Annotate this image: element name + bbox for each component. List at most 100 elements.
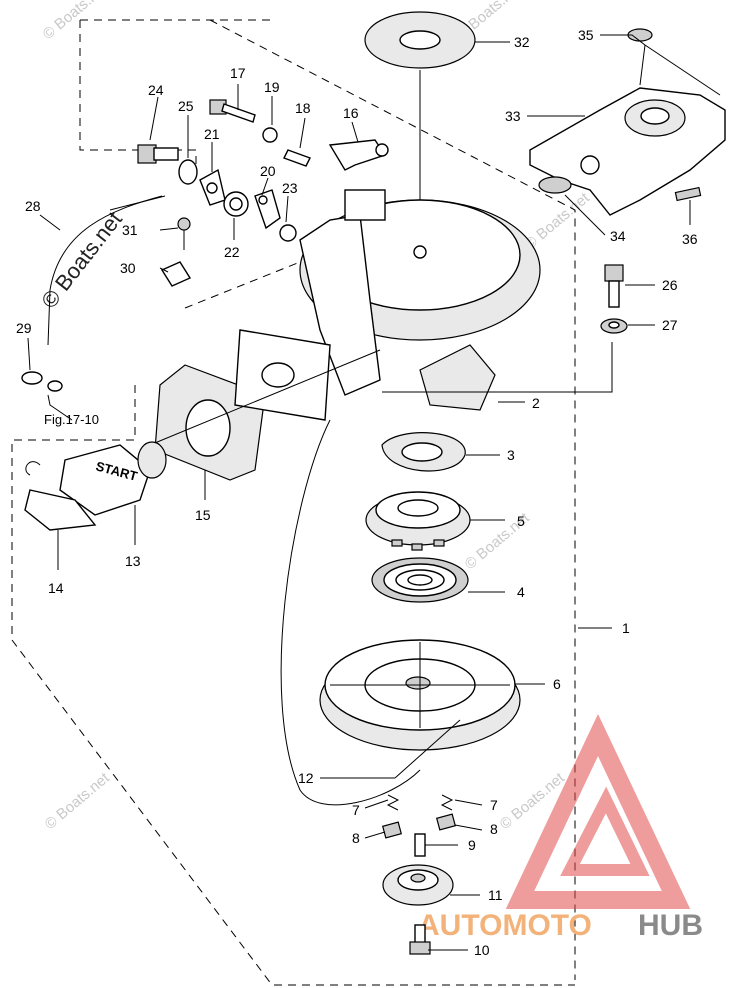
leader-line (454, 799, 483, 806)
callout-36: 36 (682, 231, 698, 247)
callout-32: 32 (514, 34, 530, 50)
brand-logo: AUTOMOTO HUB (418, 713, 703, 942)
part-8-pawl (435, 813, 457, 831)
part-28-cable-end (109, 195, 166, 211)
callout-3: 3 (507, 447, 515, 463)
callout-12: 12 (298, 770, 314, 786)
leader-line (600, 34, 721, 96)
callout-6: 6 (553, 676, 561, 692)
part-5-ratchet-plate (365, 491, 471, 551)
leader-line (159, 227, 179, 231)
dashed-boundary (11, 385, 575, 986)
part-9-spring (414, 833, 426, 857)
part-6-reel (319, 639, 521, 751)
part-17-bolt (209, 99, 256, 123)
callout-16: 16 (343, 105, 359, 121)
part-30-plate (160, 261, 192, 287)
callout-8a: 8 (352, 830, 360, 846)
leader-line (149, 96, 159, 141)
part-8-pawl (381, 821, 403, 839)
callout-11: 11 (488, 887, 503, 903)
part-3-gasket (381, 432, 466, 472)
callout-13: 13 (125, 553, 141, 569)
callout-30: 30 (120, 260, 136, 276)
callout-19: 19 (264, 79, 280, 95)
brand-name-part2: HUB (638, 909, 703, 942)
leader-line (351, 121, 359, 143)
callout-34: 34 (610, 228, 626, 244)
guide-hole (261, 362, 295, 388)
callout-26: 26 (662, 277, 678, 293)
part-23-washer (279, 224, 297, 242)
callout-25: 25 (178, 98, 194, 114)
leader-line (382, 342, 613, 393)
part-24-bolt (137, 144, 179, 164)
callout-4: 4 (517, 584, 525, 600)
callout-33: 33 (505, 108, 521, 124)
starter-rope (149, 349, 381, 446)
leader-line (364, 799, 389, 809)
part-7-spring (386, 794, 400, 811)
callout-5: 5 (517, 513, 525, 529)
callout-27: 27 (662, 317, 678, 333)
leader-line (285, 195, 289, 223)
part-10-bolt (409, 924, 431, 955)
part-4-spring (371, 557, 469, 603)
watermark: © Boats.net (522, 189, 594, 253)
leader-line (639, 44, 646, 86)
part-21-bracket (199, 168, 226, 206)
callout-20: 20 (260, 163, 276, 179)
part-31-screw (177, 217, 191, 250)
part-7-spring (440, 794, 454, 811)
callout-17: 17 (230, 65, 246, 81)
callout-7a: 7 (352, 802, 360, 818)
watermark: © Boats.net (42, 769, 114, 833)
callout-28: 28 (25, 198, 41, 214)
callout-23: 23 (282, 180, 298, 196)
callout-24: 24 (148, 82, 164, 98)
part-13-handle: START (59, 441, 167, 516)
part-33-cover (529, 28, 726, 216)
watermark: © Boats.net (40, 0, 112, 43)
callout-22: 22 (224, 244, 240, 260)
part-16-lever (328, 139, 389, 171)
callout-14: 14 (48, 580, 64, 596)
brand-name-part1: AUTOMOTO (418, 909, 592, 942)
leader-line (299, 117, 306, 149)
leader-line (159, 267, 169, 273)
callout-29: 29 (16, 320, 32, 336)
leader-line (27, 337, 31, 371)
callout-7b: 7 (490, 797, 498, 813)
callout-31: 31 (122, 222, 138, 238)
part-12-rope (394, 719, 461, 779)
part-20-cam (254, 189, 281, 230)
part-19-spring (262, 127, 278, 143)
part-25-collar (178, 159, 198, 185)
callout-15: 15 (195, 507, 211, 523)
part-29-clip (47, 380, 63, 392)
leader-line (454, 824, 483, 831)
part-26-bolt (604, 264, 624, 308)
callout-35: 35 (578, 27, 594, 43)
callout-1: 1 (622, 620, 630, 636)
callout-9: 9 (468, 837, 476, 853)
callout-10: 10 (474, 942, 490, 958)
callout-8b: 8 (490, 821, 498, 837)
leader-line (564, 194, 606, 236)
figure-reference: Fig.17-10 (44, 412, 99, 427)
rope-path (280, 419, 421, 806)
part-14-insert (24, 461, 97, 531)
part-2-housing (299, 189, 541, 411)
callout-21: 21 (204, 126, 220, 142)
callout-2: 2 (532, 395, 540, 411)
part-27-washer (600, 318, 628, 334)
part-22-spring (223, 191, 249, 217)
callout-18: 18 (295, 100, 311, 116)
fig-ref-arrow (47, 394, 73, 421)
leader-line (39, 214, 61, 231)
part-29-clip (21, 371, 43, 385)
part-11-drive-plate (382, 864, 454, 906)
leader-line (261, 177, 269, 196)
dashed-boundary (209, 19, 576, 980)
